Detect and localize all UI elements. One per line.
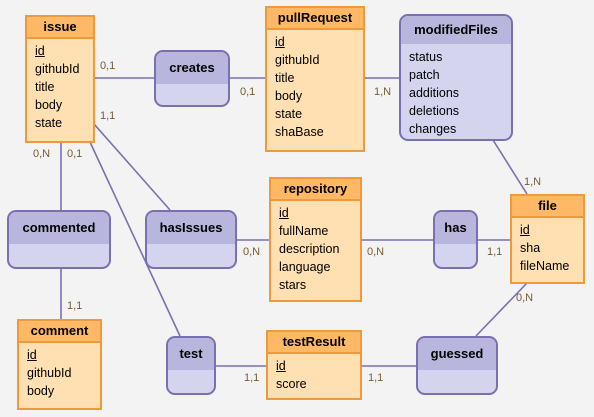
- attribute-id: id: [275, 35, 285, 49]
- attribute-state: state: [35, 116, 63, 130]
- relationship-test[interactable]: test: [166, 336, 216, 395]
- cardinality-issue-hasissues: 1,1: [100, 110, 116, 122]
- attribute-id: id: [276, 359, 286, 373]
- relationship-guessed[interactable]: guessed: [416, 336, 498, 395]
- attribute-sha: sha: [520, 241, 541, 255]
- relationship-modifiedfiles[interactable]: modifiedFiles status patch additions del…: [399, 14, 513, 141]
- relationship-hasissues[interactable]: hasIssues: [145, 210, 237, 269]
- entity-comment[interactable]: comment id githubId body: [17, 319, 102, 410]
- attribute-id: id: [35, 44, 45, 58]
- attribute-shabase: shaBase: [275, 125, 324, 139]
- attribute-body: body: [35, 98, 63, 112]
- attribute-title: title: [35, 80, 55, 94]
- attribute-githubid: githubId: [35, 62, 80, 76]
- attribute-state: state: [275, 107, 303, 121]
- line-guessed-file: [475, 282, 528, 337]
- attribute-score: score: [276, 377, 307, 391]
- entity-testresult-title: testResult: [268, 332, 360, 354]
- entity-testresult[interactable]: testResult id score: [266, 330, 362, 400]
- cardinality-issue-test: 0,1: [67, 148, 83, 160]
- line-modifiedfiles-file: [492, 139, 528, 195]
- entity-file-title: file: [512, 196, 583, 218]
- cardinality-comment-commented: 1,1: [67, 300, 83, 312]
- cardinality-file-guessed: 0,N: [516, 292, 534, 304]
- cardinality-file-modifiedfiles: 1,N: [524, 176, 542, 188]
- cardinality-file-has: 1,1: [487, 246, 503, 258]
- line-issue-hasissues: [93, 123, 171, 211]
- relationship-commented[interactable]: commented: [7, 210, 111, 269]
- attribute-id: id: [520, 223, 530, 237]
- entity-issue[interactable]: issue id githubId title body state: [25, 15, 95, 143]
- relationship-has[interactable]: has: [433, 210, 478, 269]
- cardinality-pullrequest-creates: 0,1: [240, 86, 256, 98]
- relationship-modifiedfiles-title: modifiedFiles: [401, 16, 511, 44]
- entity-repository-title: repository: [271, 179, 360, 201]
- entity-comment-title: comment: [19, 321, 100, 343]
- line-issue-test: [89, 141, 181, 337]
- attribute-githubid: githubId: [275, 53, 320, 67]
- cardinality-pullrequest-modifiedfiles: 1,N: [374, 86, 392, 98]
- attribute-body: body: [275, 89, 303, 103]
- cardinality-testresult-test: 1,1: [244, 372, 260, 384]
- cardinality-issue-commented: 0,N: [33, 148, 51, 160]
- relationship-test-title: test: [168, 338, 214, 370]
- attribute-fullname: fullName: [279, 224, 329, 238]
- relationship-has-title: has: [435, 212, 476, 244]
- attribute-additions: additions: [409, 86, 460, 100]
- attribute-description: description: [279, 242, 340, 256]
- entity-repository[interactable]: repository id fullName description langu…: [269, 177, 362, 302]
- relationship-creates-title: creates: [156, 52, 228, 84]
- attribute-id: id: [279, 206, 289, 220]
- relationship-commented-title: commented: [9, 212, 109, 244]
- relationship-guessed-title: guessed: [418, 338, 496, 370]
- entity-issue-title: issue: [27, 17, 93, 39]
- attribute-filename: fileName: [520, 259, 570, 273]
- attribute-githubid: githubId: [27, 366, 72, 380]
- relationship-creates[interactable]: creates: [154, 50, 230, 107]
- attribute-changes: changes: [409, 122, 457, 136]
- cardinality-issue-creates: 0,1: [100, 60, 116, 72]
- attribute-status: status: [409, 50, 443, 64]
- attribute-body: body: [27, 384, 55, 398]
- cardinality-repository-has: 0,N: [367, 246, 385, 258]
- attribute-id: id: [27, 348, 37, 362]
- attribute-patch: patch: [409, 68, 440, 82]
- entity-pullrequest-title: pullRequest: [267, 8, 363, 30]
- relationship-hasissues-title: hasIssues: [147, 212, 235, 244]
- entity-file[interactable]: file id sha fileName: [510, 194, 585, 284]
- attribute-title: title: [275, 71, 295, 85]
- cardinality-repository-hasissues: 0,N: [243, 246, 261, 258]
- attribute-language: language: [279, 260, 331, 274]
- attribute-deletions: deletions: [409, 104, 460, 118]
- entity-pullrequest[interactable]: pullRequest id githubId title body state…: [265, 6, 365, 152]
- cardinality-testresult-guessed: 1,1: [368, 372, 384, 384]
- attribute-stars: stars: [279, 278, 307, 292]
